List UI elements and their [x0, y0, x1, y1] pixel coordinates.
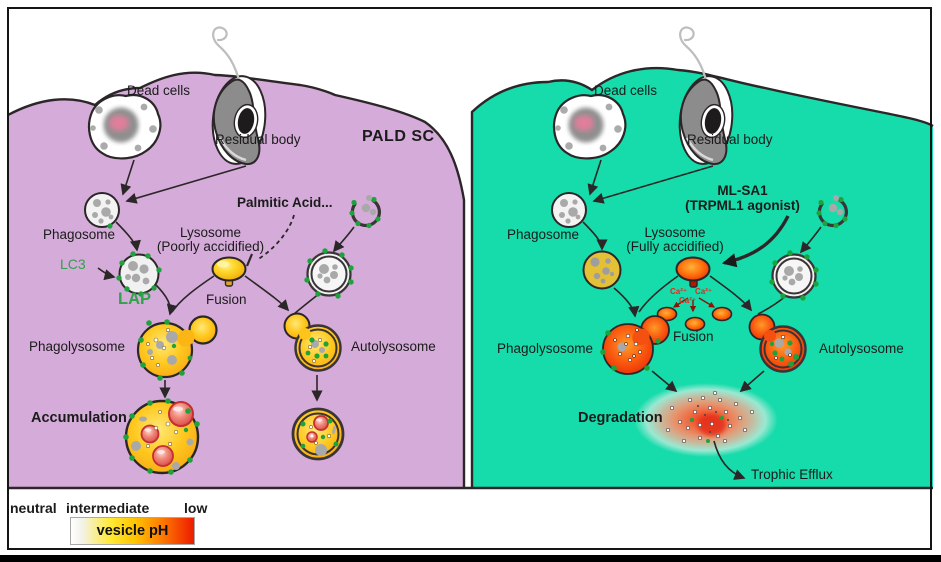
vesicle-ph-label: vesicle pH	[96, 523, 169, 539]
legend-intermediate: intermediate	[66, 500, 150, 516]
small-autolysosome-left	[291, 407, 345, 461]
label-residual-body-left: Residual body	[215, 132, 301, 147]
acidified-phagosome-right	[582, 250, 622, 290]
label-accumulation: Accumulation	[31, 410, 127, 426]
legend-low: low	[184, 500, 208, 516]
lysosome-right	[675, 256, 711, 288]
phagosome-left	[84, 192, 120, 228]
lap-phagosome	[116, 251, 162, 297]
label-trophic-efflux: Trophic Efflux	[751, 467, 833, 482]
label-dead-cells-left: Dead cells	[127, 83, 191, 98]
phagosome-right	[551, 192, 587, 228]
label-dead-cells-right: Dead cells	[594, 83, 658, 98]
label-ca-2: Ca²⁺	[695, 287, 713, 296]
label-phagosome-left: Phagosome	[43, 227, 116, 242]
phagosome-left-lc3-dot	[107, 223, 113, 229]
label-residual-body-right: Residual body	[687, 132, 773, 147]
label-phagolysosome-right: Phagolysosome	[497, 341, 594, 356]
label-ca-3: Ca²⁺	[679, 296, 697, 305]
accumulation-vesicle	[123, 398, 200, 475]
label-degradation: Degradation	[578, 410, 663, 426]
left-arrows	[97, 159, 355, 402]
panel-title-left: PALD SC	[362, 128, 435, 145]
bottom-black-bar	[0, 555, 941, 562]
lysosome-right-state: (Fully accidified)	[626, 239, 724, 254]
label-lysosome-right: Lysosome (Fully accidified)	[612, 226, 738, 254]
vesicle-ph-gradient-bar: vesicle pH	[70, 517, 195, 545]
label-lap: LAP	[118, 290, 151, 308]
autolysosome-right	[748, 313, 807, 373]
label-ca-1: Ca²⁺	[670, 287, 688, 296]
label-lc3: LC3	[60, 256, 86, 272]
label-autolysosome-right: Autolysosome	[819, 341, 904, 356]
drug-name: ML-SA1	[717, 183, 768, 198]
label-palmitic-acid: Palmitic Acid...	[237, 195, 333, 210]
cloud-arrows	[651, 370, 765, 480]
drug-desc: (TRPML1 agonist)	[685, 198, 800, 213]
label-ml-sa1: ML-SA1 (TRPML1 agonist)	[665, 183, 820, 213]
fusion-vesicles-right	[656, 306, 733, 332]
lysosome-left-state: (Poorly accidified)	[156, 239, 265, 254]
lysosome-left-name: Lysosome	[179, 225, 242, 240]
degradation-cloud	[634, 383, 778, 457]
label-fusion-left: Fusion	[206, 292, 247, 307]
dead-cell-left	[89, 95, 160, 158]
right-arrows	[582, 159, 822, 318]
label-lysosome-left: Lysosome (Poorly accidified)	[148, 226, 273, 254]
lysosome-right-name: Lysosome	[644, 225, 706, 240]
label-phagosome-right: Phagosome	[507, 227, 580, 242]
autolysosome-left	[283, 312, 342, 372]
dead-cell-right	[554, 95, 625, 158]
label-phagolysosome-left: Phagolysosome	[29, 339, 126, 354]
label-fusion-right: Fusion	[673, 329, 714, 344]
legend-neutral: neutral	[10, 500, 57, 516]
label-autolysosome-left: Autolysosome	[351, 339, 436, 354]
phagolysosome-right	[600, 315, 670, 375]
phagolysosome-left	[136, 315, 218, 381]
lysosome-left	[211, 256, 247, 287]
calcium-release	[672, 297, 716, 313]
